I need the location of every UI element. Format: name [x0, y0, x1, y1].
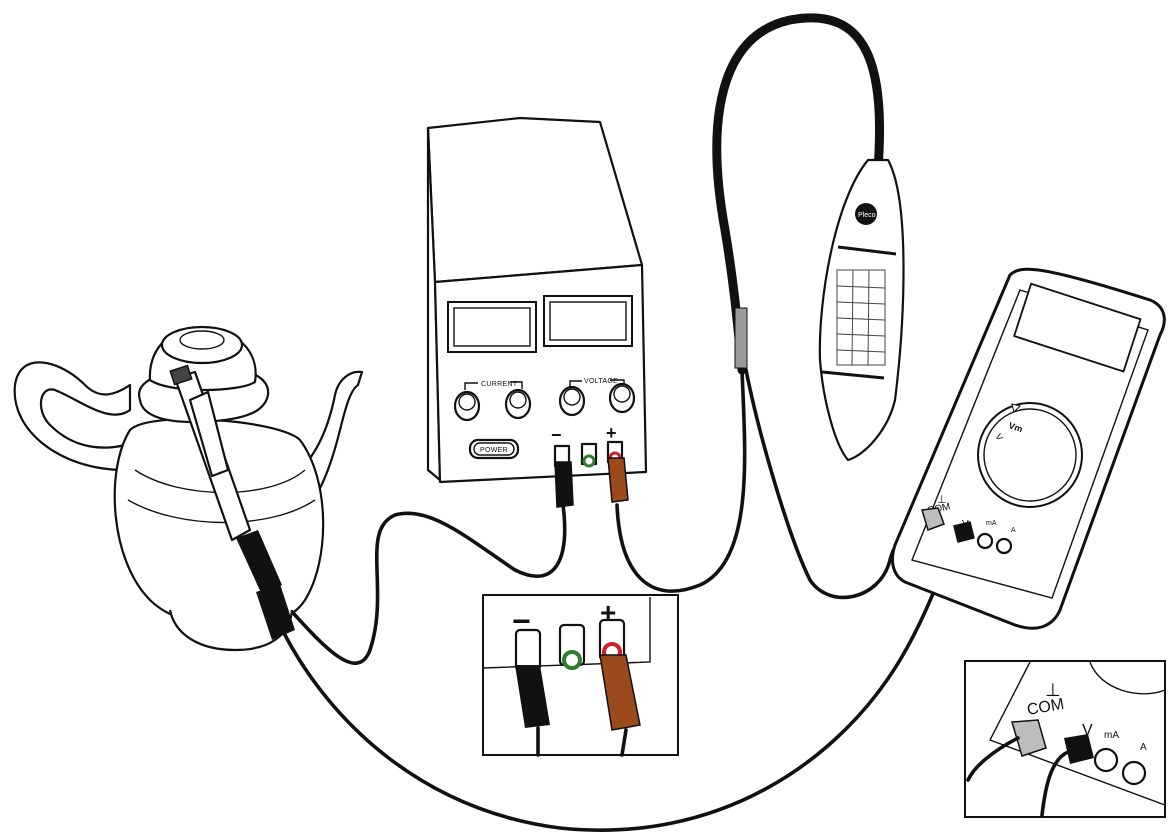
com-ground-symbol: ⊥ [937, 494, 947, 506]
brown-plug [607, 457, 629, 503]
inset-green-ring [562, 650, 582, 670]
v-plug [953, 521, 975, 543]
black-plug [554, 461, 574, 508]
inset-meter-case-edge [989, 661, 1166, 806]
current-display [447, 301, 537, 353]
clip-boot [236, 530, 282, 595]
power-label: POWER [480, 447, 508, 454]
a-port[interactable] [995, 537, 1013, 555]
teapot-knob-top [179, 330, 225, 350]
inset-brown-plug [599, 654, 641, 731]
psu-top [426, 116, 644, 284]
clip-tip [169, 364, 193, 386]
dial-vm-label: Vm [1007, 420, 1023, 434]
current-fine-knob[interactable] [504, 388, 532, 420]
meter-dial[interactable] [977, 402, 1083, 508]
inset-v-plug [1064, 734, 1094, 764]
inset-meter-ports: ⊥ COM V mA A [964, 660, 1166, 818]
teapot-handle [13, 361, 132, 472]
voltage-coarse-knob[interactable] [558, 385, 586, 417]
multimeter: V Vm ⊥ COM V mA A [891, 267, 1166, 630]
inset-power-terminals: − + [482, 594, 679, 757]
inset-brown-wire [620, 728, 628, 757]
current-display-inner [453, 307, 531, 347]
inset-a-label: A [1140, 742, 1147, 753]
inset-power-frame [482, 594, 679, 756]
teapot-knob [160, 325, 244, 365]
inset-v-label: V [1082, 722, 1093, 739]
inset-ma-port [1093, 747, 1119, 773]
ma-port[interactable] [976, 532, 994, 550]
com-plug [921, 507, 945, 531]
plus-sign: + [606, 423, 617, 443]
ma-port-label: mA [986, 520, 997, 527]
inset-ma-label: mA [1104, 730, 1119, 741]
probe-logo-badge [855, 203, 877, 225]
inset-meter-inner-edge [1089, 661, 1166, 695]
a-port-label: A [1011, 527, 1016, 534]
alligator-clip [169, 364, 295, 640]
voltage-display [543, 295, 633, 347]
wire-minus-to-teapot [270, 503, 567, 665]
inset-com-wire [966, 736, 1020, 782]
dial-pointer [1011, 403, 1021, 413]
inset-v-wire [1040, 750, 1070, 817]
voltage-label: VOLTAGE [584, 378, 618, 385]
probe-band-2 [821, 370, 885, 380]
teapot-band-2 [127, 499, 316, 524]
meter-dial-inner [983, 408, 1077, 502]
probe-brand: Pleco [858, 212, 876, 219]
probe-cable [712, 13, 885, 375]
inset-black-plug [515, 665, 550, 728]
minus-sign: − [551, 425, 562, 445]
ground-terminal-ring [582, 454, 596, 468]
electroplating-probe: Pleco [818, 158, 905, 462]
inset-com-label: COM [1026, 696, 1066, 719]
psu-front [433, 263, 648, 484]
power-supply: CURRENT VOLTAGE POWER − + [426, 116, 648, 508]
probe-cable-sleeve [734, 307, 748, 369]
current-bracket [464, 381, 523, 390]
clip-upper [188, 390, 230, 478]
wires [270, 13, 962, 832]
current-label: CURRENT [481, 381, 518, 388]
probe-wire-to-power-plus [615, 368, 747, 593]
wire-teapot-to-meter-v [283, 528, 962, 832]
clip-boot-2 [256, 584, 295, 640]
probe-body [818, 158, 905, 462]
voltage-display-inner [549, 301, 627, 341]
inset-a-port [1121, 760, 1147, 786]
probe-grid [836, 269, 886, 366]
voltage-fine-knob[interactable] [608, 382, 636, 414]
inset-minus-terminal [514, 628, 542, 672]
current-coarse-knob[interactable] [453, 390, 481, 422]
dial-v-label: V [993, 432, 1005, 442]
inset-com-plug [1011, 719, 1047, 757]
probe-band-1 [837, 245, 897, 256]
meter-display [1013, 282, 1142, 373]
power-button[interactable]: POWER [468, 438, 520, 460]
inset-ground-symbol: ⊥ [1045, 680, 1061, 700]
